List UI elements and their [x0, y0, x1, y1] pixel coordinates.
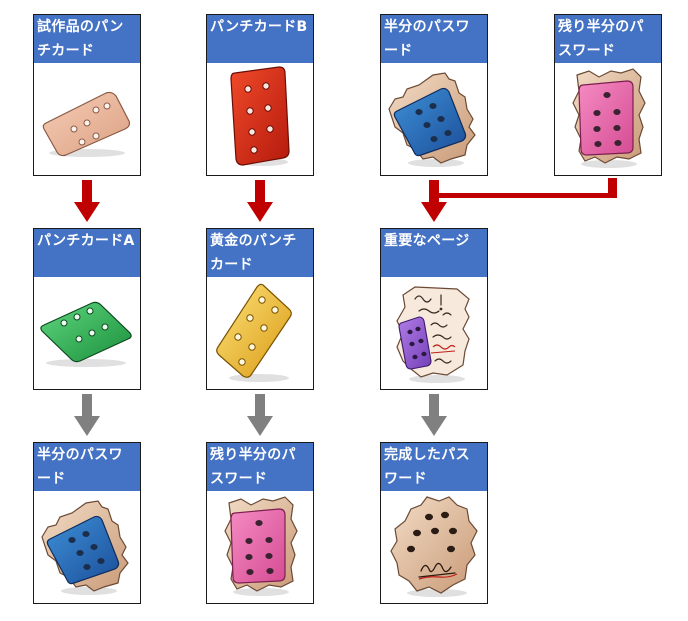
card-punch-card-a: パンチカードA: [33, 228, 141, 390]
card-title: 残り半分のパスワード: [555, 15, 661, 63]
red-arrow-halves-to-important-page: [421, 178, 617, 222]
gray-arrow-golden-card-to-other-half: [247, 394, 273, 436]
purple-note-page-icon: [381, 277, 487, 389]
card-half-password-bottom: 半分のパスワード: [33, 442, 141, 604]
card-title: 完成したパスワード: [381, 443, 487, 491]
card-title: パンチカードB: [207, 15, 313, 63]
card-important-page: 重要なページ: [380, 228, 488, 390]
card-other-half-password-bottom: 残り半分のパスワード: [206, 442, 314, 604]
pink-torn-card-icon: [207, 491, 313, 603]
card-punch-card-b: パンチカードB: [206, 14, 314, 176]
red-punch-card-icon: [207, 63, 313, 175]
blue-torn-card-icon: [381, 63, 487, 175]
card-other-half-password-top: 残り半分のパスワード: [554, 14, 662, 176]
card-title: 黄金のパンチカード: [207, 229, 313, 277]
card-complete-password: 完成したパスワード: [380, 442, 488, 604]
pink-torn-card-icon: [555, 63, 661, 175]
red-arrow-prototype-to-card-a: [74, 180, 100, 222]
card-title: 残り半分のパスワード: [207, 443, 313, 491]
green-punch-card-icon: [34, 277, 140, 389]
gold-punch-card-icon: [207, 277, 313, 389]
card-title: 試作品のパンチカード: [34, 15, 140, 63]
card-prototype-punch-card: 試作品のパンチカード: [33, 14, 141, 176]
card-half-password-top: 半分のパスワード: [380, 14, 488, 176]
red-arrow-card-b-to-golden-card: [247, 180, 273, 222]
gray-arrow-card-a-to-half-password: [74, 394, 100, 436]
gray-arrow-important-page-to-complete-password: [421, 394, 447, 436]
card-title: 半分のパスワード: [34, 443, 140, 491]
card-title: 重要なページ: [381, 229, 487, 277]
beige-punch-card-icon: [34, 63, 140, 175]
blue-torn-card-icon: [34, 491, 140, 603]
card-golden-punch-card: 黄金のパンチカード: [206, 228, 314, 390]
card-title: パンチカードA: [34, 229, 140, 277]
card-title: 半分のパスワード: [381, 15, 487, 63]
completed-password-card-icon: [381, 491, 487, 603]
